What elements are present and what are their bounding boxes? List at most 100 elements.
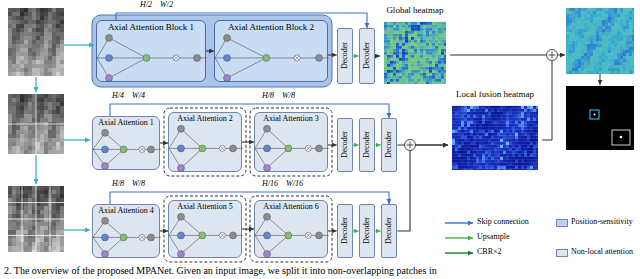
- pixel: [599, 8, 602, 11]
- pixel: [396, 67, 399, 70]
- pixel: [40, 138, 44, 142]
- pixel: [44, 16, 48, 20]
- pixel: [40, 98, 44, 102]
- pixel: [28, 190, 32, 194]
- pixel: [32, 24, 36, 28]
- pixel: [414, 55, 417, 58]
- pixel: [405, 52, 408, 55]
- pixel: [384, 58, 387, 61]
- feature-node: [285, 145, 292, 152]
- node-label: Decoder: [341, 42, 350, 69]
- pixel: [60, 142, 64, 146]
- pixel: [587, 26, 590, 29]
- pixel: [60, 242, 64, 246]
- pixel: [485, 118, 488, 121]
- pixel: [16, 194, 20, 198]
- pixel: [617, 20, 620, 23]
- pixel: [444, 76, 446, 79]
- pixel: [40, 230, 44, 234]
- pixel: [572, 56, 575, 59]
- pixel: [8, 60, 12, 64]
- pixel: [426, 73, 429, 76]
- pixel: [596, 32, 599, 35]
- pixel: [614, 8, 617, 11]
- pixel: [44, 98, 48, 102]
- input-image: [8, 186, 64, 252]
- pixel: [581, 68, 584, 71]
- pixel: [423, 61, 426, 64]
- pixel: [44, 142, 48, 146]
- pixel: [411, 76, 414, 79]
- pixel: [8, 114, 12, 118]
- flow-line: [267, 148, 288, 168]
- pixel: [52, 230, 56, 234]
- pixel: [28, 32, 32, 36]
- pixel: [605, 59, 608, 62]
- pixel: [614, 71, 617, 74]
- pixel: [8, 32, 12, 36]
- pixel: [56, 16, 60, 20]
- pixel: [56, 198, 60, 202]
- multiply-symbol: [219, 145, 225, 151]
- pixel: [402, 73, 405, 76]
- pixel: [8, 186, 12, 190]
- pixel: [390, 25, 393, 28]
- pixel: [384, 55, 387, 58]
- pixel: [56, 138, 60, 142]
- pixel: [572, 47, 575, 50]
- multiply-symbol: [140, 235, 144, 239]
- pixel: [605, 32, 608, 35]
- legend-arrow: [445, 252, 473, 253]
- pixel: [438, 49, 441, 52]
- pixel: [20, 72, 24, 76]
- pixel: [40, 8, 44, 12]
- pixel: [387, 61, 390, 64]
- pixel: [52, 186, 56, 190]
- pixel: [602, 41, 605, 44]
- pixel: [387, 34, 390, 37]
- pixel: [581, 23, 584, 26]
- pixel: [575, 50, 578, 53]
- pixel: [32, 190, 36, 194]
- multiply-symbol: [174, 56, 178, 60]
- pixel: [40, 28, 44, 32]
- pixel: [408, 55, 411, 58]
- pixel: [60, 150, 64, 154]
- pixel: [584, 59, 587, 62]
- pixel: [602, 65, 605, 68]
- pixel: [56, 28, 60, 32]
- pixel: [28, 242, 32, 246]
- node-label: Axial Attention 3: [263, 115, 319, 124]
- pixel: [396, 34, 399, 37]
- pixel: [24, 150, 28, 154]
- pixel: [56, 234, 60, 238]
- pixel: [40, 134, 44, 138]
- pixel: [566, 62, 569, 65]
- multiply-symbol: [140, 147, 144, 151]
- pixel: [632, 38, 634, 41]
- pixel: [44, 206, 48, 210]
- attention-module: Axial Attention 4: [92, 204, 160, 258]
- pixel: [24, 60, 28, 64]
- pixel: [593, 56, 596, 59]
- pixel: [429, 61, 432, 64]
- pixel: [578, 26, 581, 29]
- pixel: [8, 250, 12, 252]
- pixel: [584, 8, 587, 11]
- pixel: [593, 26, 596, 29]
- pixel: [8, 142, 12, 146]
- pixel: [393, 70, 396, 73]
- pixel: [16, 60, 20, 64]
- pixel: [402, 49, 405, 52]
- pixel: [614, 11, 617, 14]
- pixel: [587, 14, 590, 17]
- pixel: [494, 106, 497, 109]
- connector: [353, 144, 358, 145]
- pixel: [52, 238, 56, 242]
- pixel: [438, 70, 441, 73]
- pixel: [608, 50, 611, 53]
- pixel: [52, 214, 56, 218]
- pixel: [52, 142, 56, 146]
- pixel: [48, 110, 52, 114]
- pixel: [36, 134, 40, 138]
